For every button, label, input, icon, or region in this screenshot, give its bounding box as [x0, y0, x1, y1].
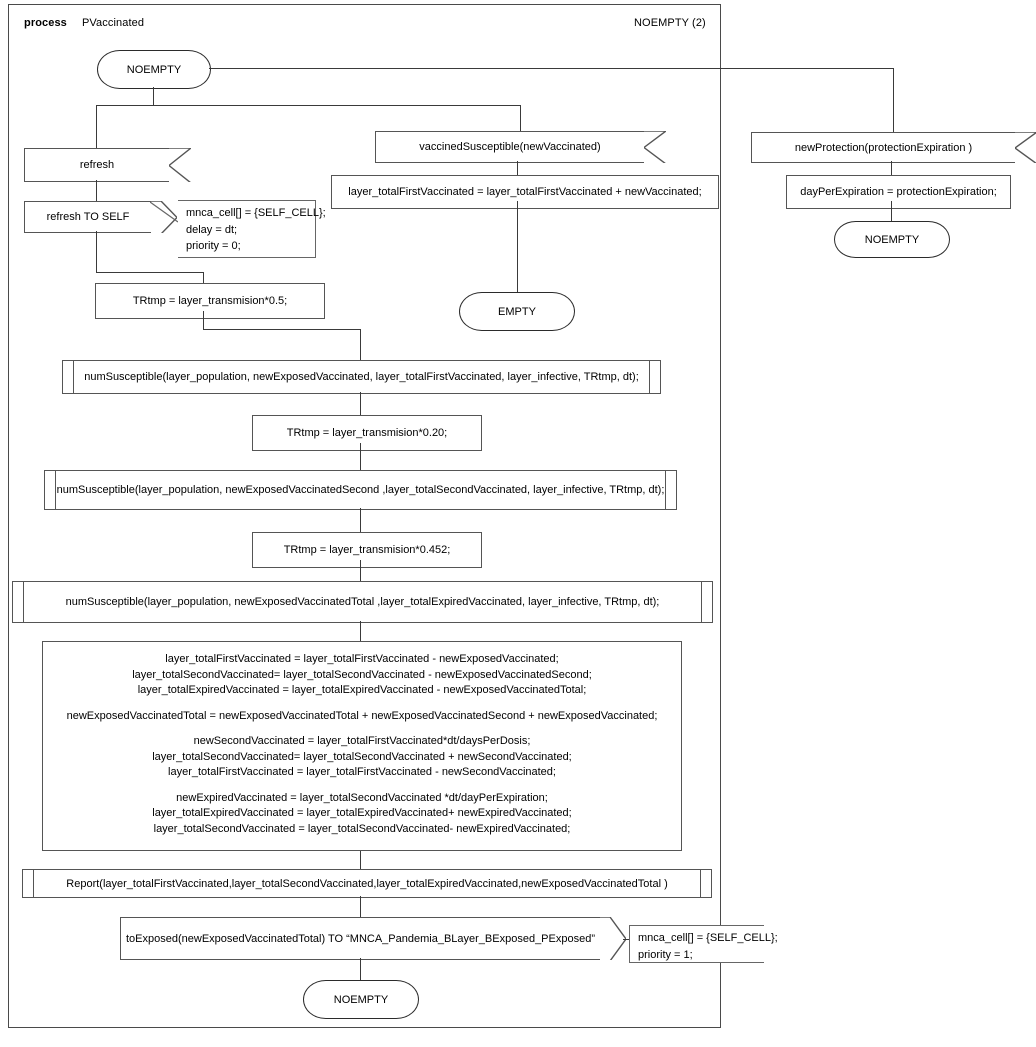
- task-label: TRtmp = layer_transmision*0.20;: [286, 426, 448, 439]
- connector-refresh-down: [96, 180, 97, 201]
- procedure-num-susceptible-first[interactable]: numSusceptible(layer_population, newExpo…: [62, 360, 661, 394]
- procedure-report[interactable]: Report(layer_totalFirstVaccinated,layer_…: [22, 869, 712, 898]
- input-refresh[interactable]: refresh: [24, 147, 191, 183]
- connector-vaccined-down: [517, 161, 518, 175]
- connector-start-to-protection-v: [893, 68, 894, 138]
- task-label: TRtmp = layer_transmision*0.5;: [132, 294, 288, 307]
- task-label: dayPerExpiration = protectionExpiration;: [800, 185, 997, 198]
- task-label: TRtmp = layer_transmision*0.452;: [283, 543, 451, 556]
- input-notch-icon: [169, 147, 191, 183]
- task-group: newSecondVaccinated = layer_totalFirstVa…: [51, 734, 673, 781]
- task-group: layer_totalFirstVaccinated = layer_total…: [51, 652, 673, 699]
- comment-line: mnca_cell[] = {SELF_CELL};: [186, 207, 326, 219]
- header-page-label: NOEMPTY (2): [634, 17, 706, 29]
- task-day-per-expiration[interactable]: dayPerExpiration = protectionExpiration;: [786, 175, 1011, 209]
- task-first-vaccinated-sum[interactable]: layer_totalFirstVaccinated = layer_total…: [331, 175, 719, 209]
- input-vaccined-susceptible-label: vaccinedSusceptible(newVaccinated): [419, 141, 601, 153]
- task-line: newExposedVaccinatedTotal = newExposedVa…: [66, 709, 658, 722]
- output-refresh-to-self[interactable]: refresh TO SELF: [24, 200, 177, 234]
- comment-line: priority = 1;: [638, 948, 693, 961]
- task-trtmp-05[interactable]: TRtmp = layer_transmision*0.5;: [95, 283, 325, 319]
- state-noempty-start[interactable]: NOEMPTY: [97, 50, 211, 89]
- state-label: NOEMPTY: [333, 993, 389, 1006]
- state-empty[interactable]: EMPTY: [459, 292, 575, 331]
- task-line: layer_totalFirstVaccinated = layer_total…: [168, 766, 556, 779]
- procedure-label: numSusceptible(layer_population, newExpo…: [56, 484, 665, 496]
- header-kind-label: process: [24, 17, 67, 29]
- output-point-icon: [151, 200, 177, 234]
- connector-toself-right: [96, 272, 203, 273]
- connector-expiration-to-state: [891, 201, 892, 221]
- state-label: EMPTY: [498, 305, 536, 318]
- process-page-frame: [8, 4, 721, 1028]
- task-line: newSecondVaccinated = layer_totalFirstVa…: [193, 735, 531, 748]
- connector-proc1-to-trtmp020: [360, 392, 361, 415]
- input-vaccined-susceptible[interactable]: vaccinedSusceptible(newVaccinated): [375, 130, 666, 164]
- connector-toself-to-trtmp: [203, 272, 204, 283]
- connector-start-to-protection-h: [209, 68, 893, 69]
- task-trtmp-0452[interactable]: TRtmp = layer_transmision*0.452;: [252, 532, 482, 568]
- task-vaccination-update-block[interactable]: layer_totalFirstVaccinated = layer_total…: [42, 641, 682, 851]
- connector-trtmp020-to-proc2: [360, 443, 361, 470]
- task-label: layer_totalFirstVaccinated = layer_total…: [348, 185, 702, 198]
- task-line: layer_totalFirstVaccinated = layer_total…: [165, 653, 559, 665]
- input-new-protection[interactable]: newProtection(protectionExpiration ): [751, 131, 1036, 164]
- state-noempty-protection-end[interactable]: NOEMPTY: [834, 221, 950, 258]
- comment-line: priority = 0;: [186, 240, 241, 252]
- input-new-protection-label: newProtection(protectionExpiration ): [794, 141, 973, 154]
- connector-branch-right-down: [520, 105, 521, 131]
- output-refresh-to-self-label: refresh TO SELF: [46, 211, 130, 223]
- state-label: NOEMPTY: [126, 63, 182, 76]
- input-notch-icon: [644, 130, 666, 164]
- procedure-label: numSusceptible(layer_population, newExpo…: [84, 371, 639, 383]
- comment-line: mnca_cell[] = {SELF_CELL};: [638, 932, 778, 944]
- connector-start-down: [153, 87, 154, 105]
- output-to-exposed[interactable]: toExposed(newExposedVaccinatedTotal) TO …: [120, 916, 626, 961]
- procedure-label: numSusceptible(layer_population, newExpo…: [65, 596, 660, 608]
- input-notch-icon: [1015, 131, 1036, 164]
- connector-trtmp05-down: [203, 311, 204, 329]
- connector-report-to-output: [360, 896, 361, 917]
- output-to-exposed-label: toExposed(newExposedVaccinatedTotal) TO …: [126, 932, 595, 945]
- task-group: newExposedVaccinatedTotal = newExposedVa…: [51, 709, 673, 725]
- connector-trtmp0452-to-proc3: [360, 560, 361, 581]
- connector-branch-left-down: [96, 105, 97, 148]
- comment-exposed-params: mnca_cell[] = {SELF_CELL}; priority = 1;: [629, 925, 778, 963]
- header-process-name: PVaccinated: [82, 17, 145, 29]
- connector-trtmp05-right: [203, 329, 360, 330]
- output-point-icon: [600, 916, 626, 961]
- comment-line: delay = dt;: [186, 223, 238, 236]
- procedure-num-susceptible-total[interactable]: numSusceptible(layer_population, newExpo…: [12, 581, 713, 623]
- state-noempty-main-end[interactable]: NOEMPTY: [303, 980, 419, 1019]
- connector-protection-down: [891, 161, 892, 175]
- connector-trtmp05-to-proc: [360, 329, 361, 360]
- connector-firstsum-to-empty: [517, 201, 518, 292]
- task-line: layer_totalSecondVaccinated= layer_total…: [152, 750, 572, 763]
- task-line: layer_totalExpiredVaccinated = layer_tot…: [137, 684, 587, 697]
- task-line: layer_totalSecondVaccinated= layer_total…: [132, 668, 592, 681]
- connector-output-to-end-state: [360, 958, 361, 980]
- connector-proc2-to-trtmp0452: [360, 508, 361, 532]
- task-trtmp-020[interactable]: TRtmp = layer_transmision*0.20;: [252, 415, 482, 451]
- task-line: layer_totalExpiredVaccinated = layer_tot…: [152, 807, 572, 820]
- input-refresh-label: refresh: [79, 159, 115, 171]
- connector-branch-bar: [96, 105, 520, 106]
- task-line: layer_totalSecondVaccinated = layer_tota…: [153, 822, 571, 835]
- procedure-label: Report(layer_totalFirstVaccinated,layer_…: [66, 877, 668, 890]
- connector-toself-down: [96, 231, 97, 272]
- procedure-num-susceptible-second[interactable]: numSusceptible(layer_population, newExpo…: [44, 470, 677, 510]
- task-group: newExpiredVaccinated = layer_totalSecond…: [51, 791, 673, 838]
- connector-proc3-to-bigtask: [360, 621, 361, 641]
- state-label: NOEMPTY: [864, 233, 920, 246]
- connector-bigtask-to-report: [360, 851, 361, 869]
- task-line: newExpiredVaccinated = layer_totalSecond…: [176, 791, 548, 804]
- comment-leader-refresh: [150, 201, 179, 223]
- comment-refresh-params: mnca_cell[] = {SELF_CELL}; delay = dt; p…: [178, 200, 326, 258]
